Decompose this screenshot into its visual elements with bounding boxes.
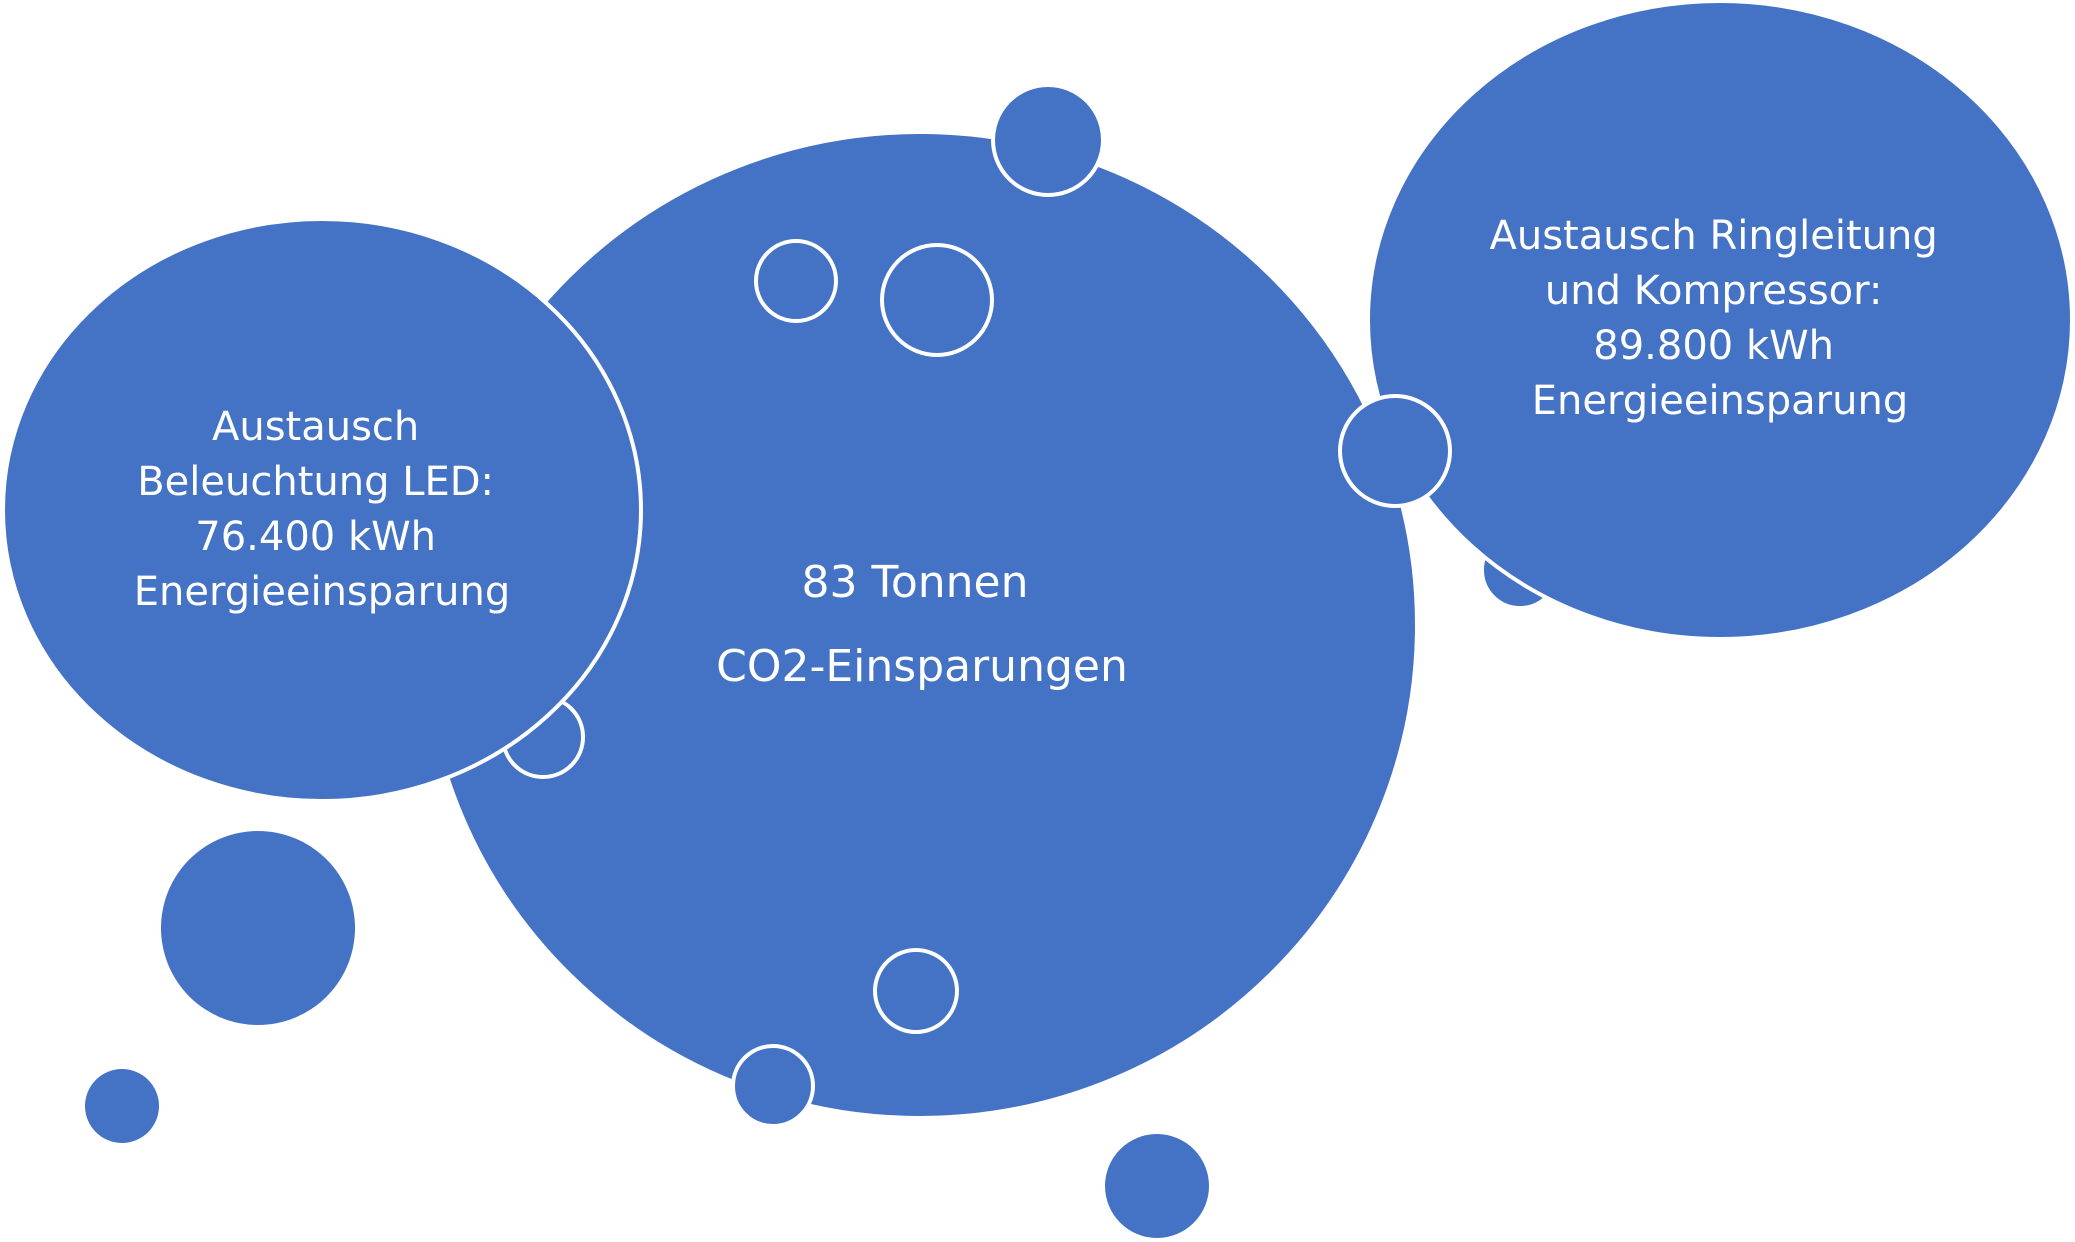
center-bubble-text: 83 Tonnen CO2-Einsparungen — [716, 557, 1128, 692]
center-bubble-line-2: CO2-Einsparungen — [716, 641, 1128, 692]
left-bubble-line-1: Austausch — [212, 404, 419, 450]
decor-ring-top-center — [880, 243, 994, 357]
decor-bubble-bottom-left-large — [161, 831, 355, 1025]
decor-ring-right-junction — [1338, 394, 1452, 508]
decor-bubble-bottom-center — [1105, 1134, 1209, 1238]
left-bubble-line-2: Beleuchtung LED: — [137, 459, 494, 505]
left-bubble-line-4: Energieeinsparung — [134, 569, 510, 615]
right-bubble-line-3: 89.800 kWh — [1593, 323, 1834, 369]
left-bubble — [1, 217, 643, 803]
decor-ring-small-top-left — [754, 239, 838, 323]
decor-ring-bottom-center — [873, 948, 959, 1034]
left-bubble-line-3: 76.400 kWh — [195, 514, 436, 560]
decor-bubble-top — [991, 83, 1105, 197]
right-bubble-text: Austausch Ringleitung und Kompressor: 89… — [1490, 213, 1951, 424]
left-bubble-text: Austausch Beleuchtung LED: 76.400 kWh En… — [134, 404, 510, 615]
right-bubble-line-4: Energieeinsparung — [1532, 378, 1908, 424]
right-bubble-line-1: Austausch Ringleitung — [1490, 213, 1938, 259]
right-bubble-line-2: und Kompressor: — [1545, 268, 1882, 314]
right-bubble — [1366, 0, 2074, 641]
decor-bubble-bottom-left-small — [85, 1069, 159, 1143]
decor-ring-bottom-left-rim — [731, 1044, 815, 1128]
center-bubble-line-1: 83 Tonnen — [801, 557, 1028, 608]
